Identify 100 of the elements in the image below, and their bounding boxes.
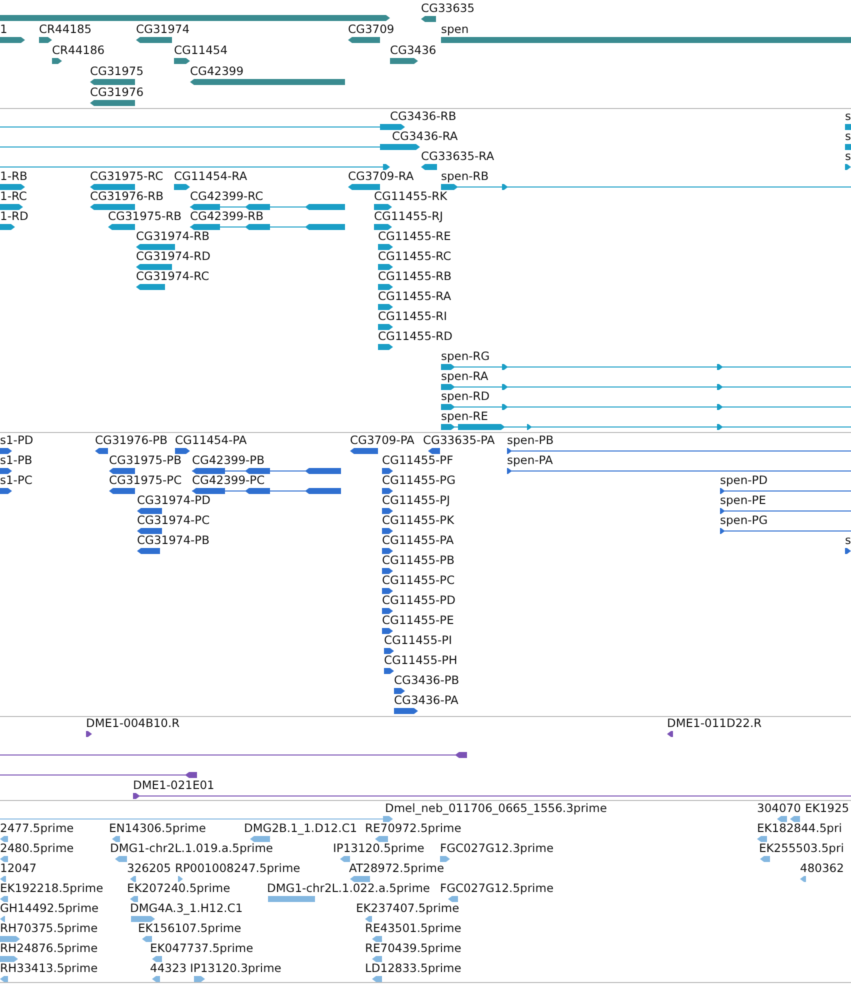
feature-label: DMG1-chr2L.1.022.a.5prime bbox=[267, 881, 430, 895]
feature-label: 2480.5prime bbox=[0, 841, 74, 855]
feature-label: RE43501.5prime bbox=[365, 921, 462, 935]
feature-label: CG11455-PF bbox=[382, 453, 454, 467]
feature-label: 1-RC bbox=[0, 189, 27, 203]
feature-label: CG31974-PD bbox=[137, 493, 210, 507]
feature-label: CG31974-PB bbox=[137, 533, 210, 547]
feature-label: 1-RB bbox=[0, 169, 28, 183]
feature-label: spen-PA bbox=[507, 453, 553, 467]
feature-label: EK182844.5pri bbox=[757, 821, 842, 835]
feature-label: CG11455-RI bbox=[378, 309, 448, 323]
feature-label: CG31974-RB bbox=[136, 229, 210, 243]
feature-label: CG11455-PK bbox=[382, 513, 454, 527]
feature-label: CG11455-PA bbox=[382, 533, 454, 547]
feature-label: spen-PB bbox=[507, 433, 554, 447]
feature-label: CG11455-PD bbox=[382, 593, 456, 607]
feature-label: CG11455-RB bbox=[378, 269, 452, 283]
feature-label: CG3436 bbox=[390, 43, 436, 57]
feature-label: CG11455-RC bbox=[378, 249, 452, 263]
feature-label: CG31976-PB bbox=[95, 433, 168, 447]
feature-label: 12047 bbox=[0, 861, 37, 875]
feature-label: CG31975-PB bbox=[109, 453, 182, 467]
feature-label: CG11455-RA bbox=[378, 289, 452, 303]
feature-label: CR44185 bbox=[39, 22, 92, 36]
feature-label: RP001008247.5prime bbox=[175, 861, 300, 875]
feature-label: RE70972.5prime bbox=[365, 821, 462, 835]
feature-label: CG42399-PC bbox=[192, 473, 265, 487]
feature-label: CG3436-PA bbox=[394, 693, 458, 707]
feature-label: s1-PB bbox=[0, 453, 32, 467]
feature-label: AT28972.5prime bbox=[349, 861, 444, 875]
feature-label: CG11455-RE bbox=[378, 229, 451, 243]
feature-label: FGC027G12.3prime bbox=[440, 841, 554, 855]
feature-label: CG31974-PC bbox=[137, 513, 210, 527]
feature-label: 44323 bbox=[150, 961, 187, 975]
feature-label: 304070 bbox=[757, 801, 801, 815]
feature-label: CG31975-PC bbox=[109, 473, 182, 487]
feature-label: DME1-011D22.R bbox=[667, 716, 762, 730]
feature-label: s1-PD bbox=[0, 433, 34, 447]
feature-label: DMG2B.1_1.D12.C1 bbox=[244, 821, 358, 835]
feature-label: spen-RB bbox=[441, 169, 489, 183]
feature-label: CG31974 bbox=[136, 22, 190, 36]
feature-label: DMG1-chr2L.1.019.a.5prime bbox=[110, 841, 273, 855]
feature-label: CG11455-PJ bbox=[382, 493, 450, 507]
feature-label: CG31974-RC bbox=[136, 269, 210, 283]
feature-label: EK156107.5prime bbox=[138, 921, 242, 935]
feature-label: spen-PG bbox=[720, 513, 768, 527]
feature-label: CG11455-RD bbox=[378, 329, 453, 343]
feature-label: EK237407.5prime bbox=[356, 901, 460, 915]
feature-label: CG31976 bbox=[90, 85, 144, 99]
feature-label: LD12833.5prime bbox=[365, 961, 462, 975]
feature-label: s bbox=[845, 129, 851, 143]
feature-label: DME1-021E01 bbox=[133, 778, 214, 792]
feature-label: 1-RD bbox=[0, 209, 28, 223]
feature-label: CR44186 bbox=[52, 43, 105, 57]
feature-label: CG11455-PC bbox=[382, 573, 455, 587]
feature-label: GH14492.5prime bbox=[0, 901, 99, 915]
feature-label: CG11455-RJ bbox=[374, 209, 444, 223]
feature-label: s bbox=[845, 109, 851, 123]
feature-label: CG3709-RA bbox=[348, 169, 414, 183]
feature-label: CG11455-PH bbox=[384, 653, 458, 667]
feature-label: s bbox=[845, 149, 851, 163]
feature-label: CG42399 bbox=[190, 64, 244, 78]
feature-label: CG11454-PA bbox=[175, 433, 247, 447]
feature-label: s bbox=[845, 533, 851, 547]
feature-label: CG31975-RC bbox=[90, 169, 164, 183]
feature-label: CG3709 bbox=[348, 22, 394, 36]
feature-label: EK255503.5pri bbox=[759, 841, 844, 855]
feature-label: EK207240.5prime bbox=[127, 881, 230, 895]
feature-label: CG31976-RB bbox=[90, 189, 164, 203]
feature-label: FGC027G12.5prime bbox=[440, 881, 554, 895]
feature-label: EK192218.5prime bbox=[0, 881, 104, 895]
feature-label: CG3436-RA bbox=[392, 129, 458, 143]
feature-label: spen-RD bbox=[441, 389, 490, 403]
feature-label: CG3436-RB bbox=[390, 109, 456, 123]
feature-label: RE70439.5prime bbox=[365, 941, 462, 955]
feature-label: CG11455-RK bbox=[374, 189, 448, 203]
feature-label: CG33635-RA bbox=[421, 149, 494, 163]
feature-label: spen-PE bbox=[720, 493, 766, 507]
feature-label: spen bbox=[441, 22, 469, 36]
feature-label: CG3436-PB bbox=[394, 673, 460, 687]
feature-label: spen-RG bbox=[441, 349, 490, 363]
feature-label: RH24876.5prime bbox=[0, 941, 98, 955]
feature-label: EK047737.5prime bbox=[150, 941, 254, 955]
feature-label: RH33413.5prime bbox=[0, 961, 98, 975]
feature-label: CG33635 bbox=[421, 1, 475, 15]
feature-label: Dmel_neb_011706_0665_1556.3prime bbox=[385, 801, 607, 815]
feature-label: CG31975-RB bbox=[108, 209, 182, 223]
feature-label: DME1-004B10.R bbox=[86, 716, 180, 730]
feature-label: CG31974-RD bbox=[136, 249, 211, 263]
feature-label: CG11454-RA bbox=[174, 169, 248, 183]
feature-label: spen-RE bbox=[441, 409, 488, 423]
feature-label: EK1925 bbox=[805, 801, 850, 815]
feature-label: CG42399-RB bbox=[190, 209, 264, 223]
feature-label: CG3709-PA bbox=[350, 433, 414, 447]
feature-label: CG33635-PA bbox=[423, 433, 495, 447]
feature-label: RH70375.5prime bbox=[0, 921, 98, 935]
feature-label: s1-PC bbox=[0, 473, 32, 487]
feature-label: 480362 bbox=[800, 861, 844, 875]
feature-label: IP13120.5prime bbox=[333, 841, 424, 855]
feature-label: EN14306.5prime bbox=[109, 821, 206, 835]
